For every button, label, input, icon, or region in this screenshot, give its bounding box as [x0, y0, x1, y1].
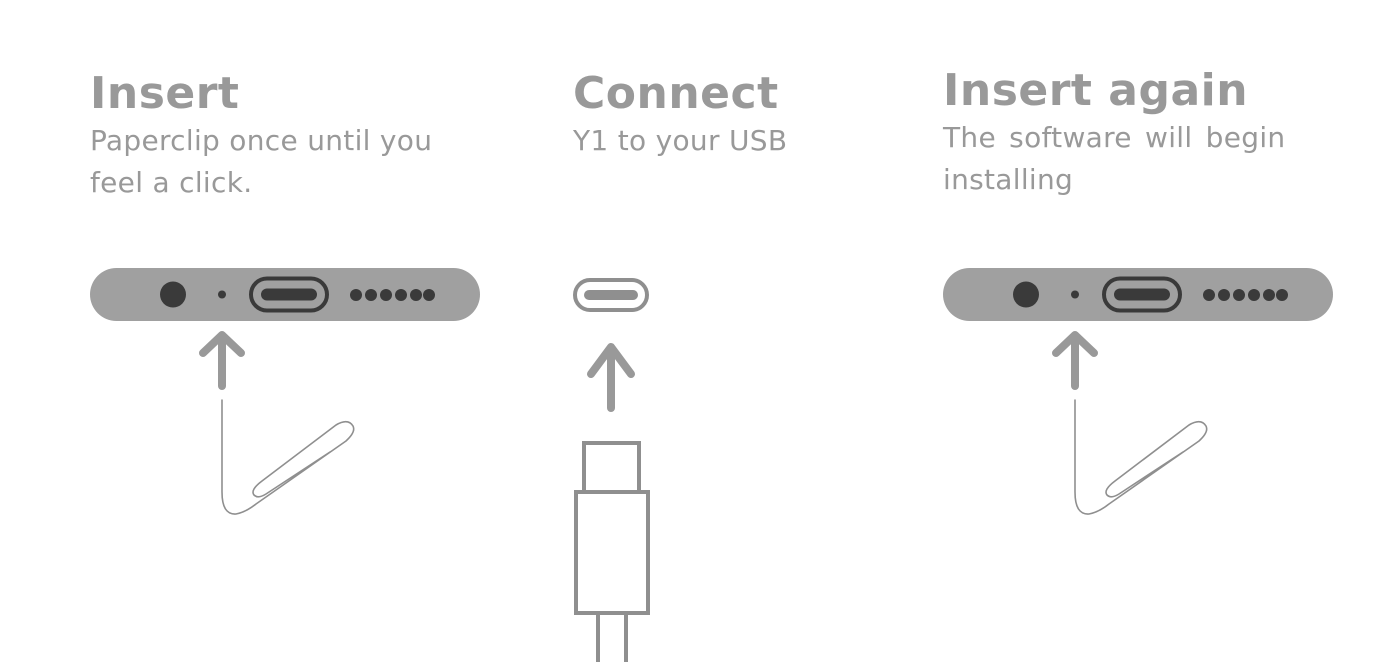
reset-pinhole-icon: [218, 290, 226, 299]
usb-c-port-icon: [573, 278, 649, 312]
device-bottom-edge: [90, 268, 480, 321]
step-description: The software will begin installing: [943, 121, 1286, 196]
headphone-jack-icon: [1013, 281, 1039, 308]
up-arrow-icon: [199, 331, 245, 390]
usb-c-port-icon: [1102, 276, 1182, 313]
step-insert-again: Insert again The software will begin ins…: [943, 65, 1343, 201]
paperclip-icon: [1074, 399, 1208, 515]
step-connect: Connect Y1 to your USB: [573, 68, 893, 162]
usb-c-port-icon: [249, 276, 329, 313]
paperclip-icon: [221, 399, 355, 515]
step-title: Connect: [573, 68, 779, 119]
step-description: Y1 to your USB: [573, 124, 788, 157]
step-title: Insert again: [943, 65, 1249, 116]
up-arrow-icon: [587, 343, 635, 412]
usb-c-plug-icon: [574, 441, 650, 662]
headphone-jack-icon: [160, 281, 186, 308]
reset-pinhole-icon: [1071, 290, 1079, 299]
speaker-grille-icon: [350, 289, 435, 301]
step-title: Insert: [90, 68, 240, 119]
step-description: Paperclip once until you feel a click.: [90, 124, 433, 199]
step-insert: Insert Paperclip once until you feel a c…: [90, 68, 490, 204]
device-bottom-edge: [943, 268, 1333, 321]
speaker-grille-icon: [1203, 289, 1288, 301]
up-arrow-icon: [1052, 331, 1098, 390]
